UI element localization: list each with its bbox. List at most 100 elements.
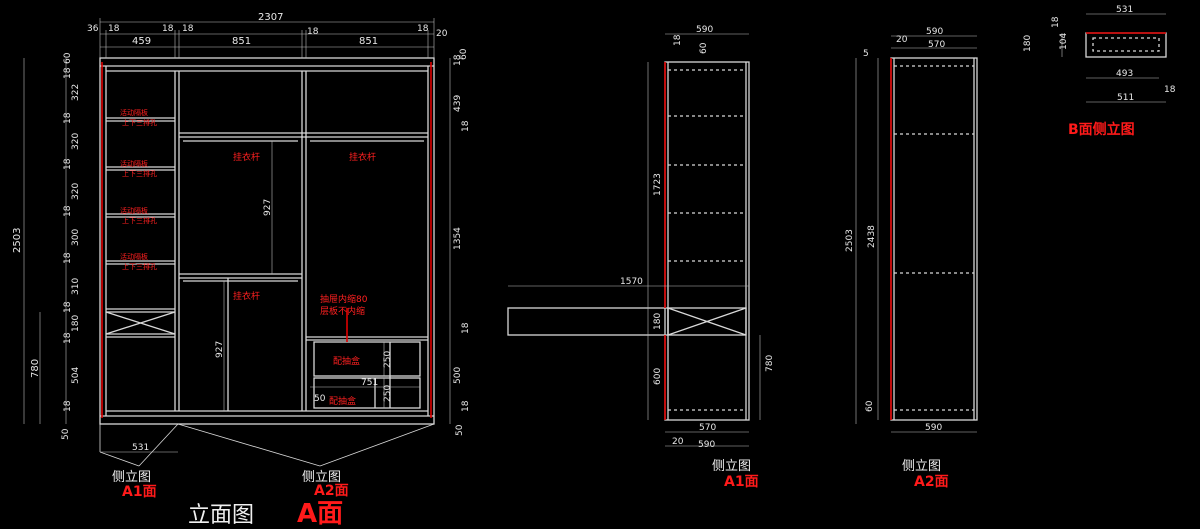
left-310: 310 xyxy=(71,278,81,295)
a1-570: 570 xyxy=(699,423,716,433)
a2-5: 5 xyxy=(863,49,869,59)
a1-x-2 xyxy=(667,307,747,336)
a2-label-side: 侧立图 xyxy=(902,459,941,474)
a1-extension xyxy=(507,307,669,336)
cabinet-outer-frame xyxy=(99,57,435,425)
shelf-note-1b: 上下三排孔 xyxy=(122,118,157,127)
a2-2438: 2438 xyxy=(867,225,877,248)
title-face-a: A面 xyxy=(297,499,343,529)
a1-780: 780 xyxy=(765,355,775,372)
proj-left-3 xyxy=(138,423,179,467)
top-851b: 851 xyxy=(359,36,378,47)
left-18-5: 18 xyxy=(63,252,73,264)
hang-rod-label-2: 挂衣杆 xyxy=(349,151,376,163)
a2-590-bot: 590 xyxy=(925,423,942,433)
a2-590-top: 590 xyxy=(926,27,943,37)
b-drawer-inner xyxy=(1092,37,1160,52)
bottom-531: 531 xyxy=(132,443,149,453)
dim-inner-50: 50 xyxy=(314,394,326,404)
a2-2503: 2503 xyxy=(845,229,855,252)
b-label: B面侧立图 xyxy=(1068,121,1135,138)
top-36: 36 xyxy=(87,24,99,34)
left-18-4: 18 xyxy=(63,205,73,217)
shelf-note-3a: 活动隔板 xyxy=(120,206,148,215)
right-500: 500 xyxy=(453,367,463,384)
drawer-box-1 xyxy=(313,341,421,377)
b-drawer-box xyxy=(1085,32,1167,58)
drawer-label-a: 配抽盒 xyxy=(333,355,360,367)
shelf-note-4b: 上下三排孔 xyxy=(122,262,157,271)
side-view-a2: 590 20 570 5 2503 2438 60 590 侧立图 A2面 xyxy=(845,27,978,490)
title-elevation: 立面图 xyxy=(188,503,254,528)
a2-60: 60 xyxy=(865,400,875,412)
dim-927b: 927 xyxy=(215,341,225,358)
side-view-a1: 590 18 60 1723 1570 180 600 780 570 20 5… xyxy=(507,25,775,490)
top-851a: 851 xyxy=(232,36,251,47)
proj-right-2 xyxy=(319,423,435,467)
a1-label-face: A1面 xyxy=(724,474,759,490)
a1-600: 600 xyxy=(653,368,663,385)
dim-927a: 927 xyxy=(263,199,273,216)
right-18d: 18 xyxy=(461,400,471,412)
label-side-view-1: 侧立图 xyxy=(112,470,151,485)
a2-label-face: A2面 xyxy=(914,474,949,490)
left-total: 2503 xyxy=(12,228,23,253)
top-18d: 18 xyxy=(307,27,319,37)
proj-right-1 xyxy=(177,423,321,467)
top-459: 459 xyxy=(132,36,151,47)
shelf-note-2b: 上下三排孔 xyxy=(122,169,157,178)
side-view-b: 531 180 18 104 18 493 511 B面侧立图 xyxy=(1023,5,1176,138)
right-18c: 18 xyxy=(461,322,471,334)
dim-751: 751 xyxy=(361,378,378,388)
left-504: 504 xyxy=(71,367,81,384)
dim-250b: 250 xyxy=(383,385,393,402)
a1-label-side: 侧立图 xyxy=(712,459,751,474)
left-18-2: 18 xyxy=(63,112,73,124)
left-18-6: 18 xyxy=(63,301,73,313)
b-511: 511 xyxy=(1117,93,1134,103)
a1-20: 20 xyxy=(672,437,684,447)
a1-180: 180 xyxy=(653,313,663,330)
right-60: 60 xyxy=(459,48,469,60)
a1-1570: 1570 xyxy=(620,277,643,287)
label-side-view-2: 侧立图 xyxy=(302,470,341,485)
hang-rod-label-1: 挂衣杆 xyxy=(233,151,260,163)
top-18a: 18 xyxy=(108,24,120,34)
label-face-a2: A2面 xyxy=(314,483,349,499)
top-20: 20 xyxy=(436,29,448,39)
top-18c: 18 xyxy=(182,24,194,34)
b-493: 493 xyxy=(1116,69,1133,79)
a2-570: 570 xyxy=(928,40,945,50)
drawer-box-2 xyxy=(313,377,421,409)
dim-250a: 250 xyxy=(383,351,393,368)
a1-590-top: 590 xyxy=(696,25,713,35)
left-320a: 320 xyxy=(71,133,81,150)
x-brace-2 xyxy=(105,311,176,335)
right-1354: 1354 xyxy=(453,227,463,250)
left-322: 322 xyxy=(71,84,81,101)
top-18e: 18 xyxy=(417,24,429,34)
a2-frame xyxy=(890,57,978,421)
a1-18: 18 xyxy=(673,34,683,46)
right-18b: 18 xyxy=(461,120,471,132)
left-180: 180 xyxy=(71,315,81,332)
shelf-note-4a: 活动隔板 xyxy=(120,252,148,261)
shelf-note-2a: 活动隔板 xyxy=(120,159,148,168)
b-18b: 18 xyxy=(1164,85,1176,95)
drawer-note-1: 抽屉内缩80 xyxy=(320,293,368,305)
left-50: 50 xyxy=(61,428,71,440)
left-18-8: 18 xyxy=(63,400,73,412)
left-18-1: 18 xyxy=(63,67,73,79)
shelf-note-3b: 上下三排孔 xyxy=(122,216,157,225)
hang-rod-label-3: 挂衣杆 xyxy=(233,290,260,302)
shelf-note-1a: 活动隔板 xyxy=(120,108,148,117)
drawer-note-2: 层板不内缩 xyxy=(320,305,365,317)
top-total: 2307 xyxy=(258,12,283,23)
left-60: 60 xyxy=(63,52,73,64)
main-elevation: 927 927 250 250 751 50 活动隔板 上下三排孔 活动隔板 上… xyxy=(12,12,471,529)
a1-60: 60 xyxy=(699,42,709,54)
right-439: 439 xyxy=(453,95,463,112)
left-320b: 320 xyxy=(71,183,81,200)
proj-left-2 xyxy=(99,451,140,467)
